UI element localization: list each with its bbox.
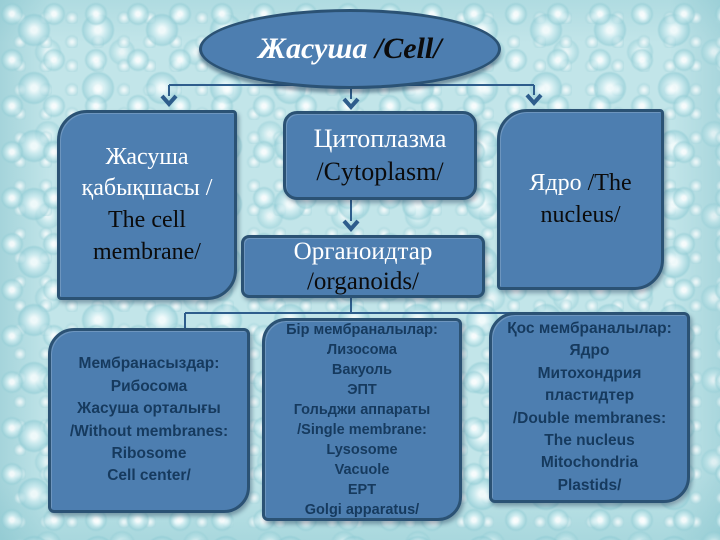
membrane-kazakh: Жасуша қабықшасы / [81, 143, 213, 202]
node-single-membrane: Бір мембраналылар: Лизосома Вакуоль ЭПТ … [262, 318, 462, 521]
arrow-down-icon [160, 94, 178, 108]
membrane-english: The cell membrane/ [93, 207, 201, 265]
nucleus-english: /The nucleus/ [540, 169, 632, 228]
node-organoids: Органоидтар /organoids/ [241, 235, 485, 298]
without-membranes-text: Мембранасыздар: Рибосома Жасуша орталығы… [69, 355, 229, 485]
title-ellipse: Жасуша /Cell/ [199, 9, 501, 89]
node-nucleus: Ядро /The nucleus/ [497, 109, 664, 290]
organoids-kazakh: Органоидтар [293, 237, 433, 265]
node-cytoplasm: Цитоплазма /Cytoplasm/ [283, 111, 477, 200]
node-cell-membrane: Жасуша қабықшасы / The cell membrane/ [57, 110, 237, 300]
arrow-down-icon [342, 219, 360, 233]
title-kazakh: Жасуша [258, 32, 368, 65]
single-membrane-text: Бір мембраналылар: Лизосома Вакуоль ЭПТ … [286, 321, 438, 518]
cytoplasm-english: /Cytoplasm/ [316, 156, 444, 186]
node-double-membranes: Қос мембраналылар: Ядро Митохондрия плас… [489, 312, 690, 503]
nucleus-kazakh: Ядро [529, 169, 582, 196]
arrow-down-icon [525, 93, 543, 107]
title-english: /Cell/ [367, 32, 442, 65]
arrow-down-icon [342, 97, 360, 111]
double-membranes-text: Қос мембраналылар: Ядро Митохондрия плас… [507, 319, 672, 494]
cytoplasm-kazakh: Цитоплазма [313, 124, 447, 153]
organoids-english: /organoids/ [306, 267, 420, 295]
title-text: Жасуша /Cell/ [258, 32, 441, 66]
node-without-membranes: Мембранасыздар: Рибосома Жасуша орталығы… [48, 328, 250, 513]
